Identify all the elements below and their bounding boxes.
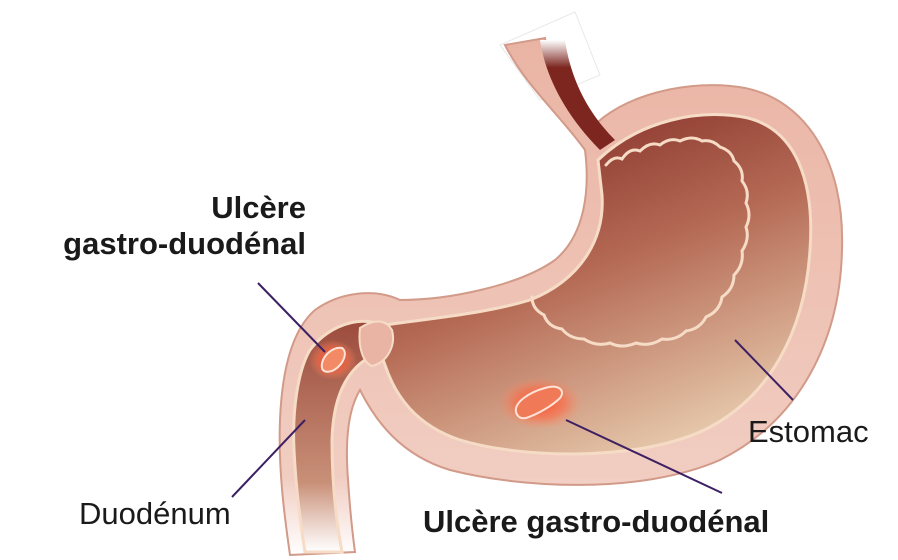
label-ulcer-top-line1: Ulcère [0,190,306,226]
label-ulcer-top-line2: gastro-duodénal [0,226,306,262]
label-stomach: Estomac [748,414,869,450]
ulcer-duodenal [309,340,357,380]
label-duodenum: Duodénum [79,496,231,532]
stomach-lumen [360,115,811,454]
label-ulcer-top: Ulcère gastro-duodénal [0,190,306,262]
label-ulcer-bottom: Ulcère gastro-duodénal [423,504,769,540]
